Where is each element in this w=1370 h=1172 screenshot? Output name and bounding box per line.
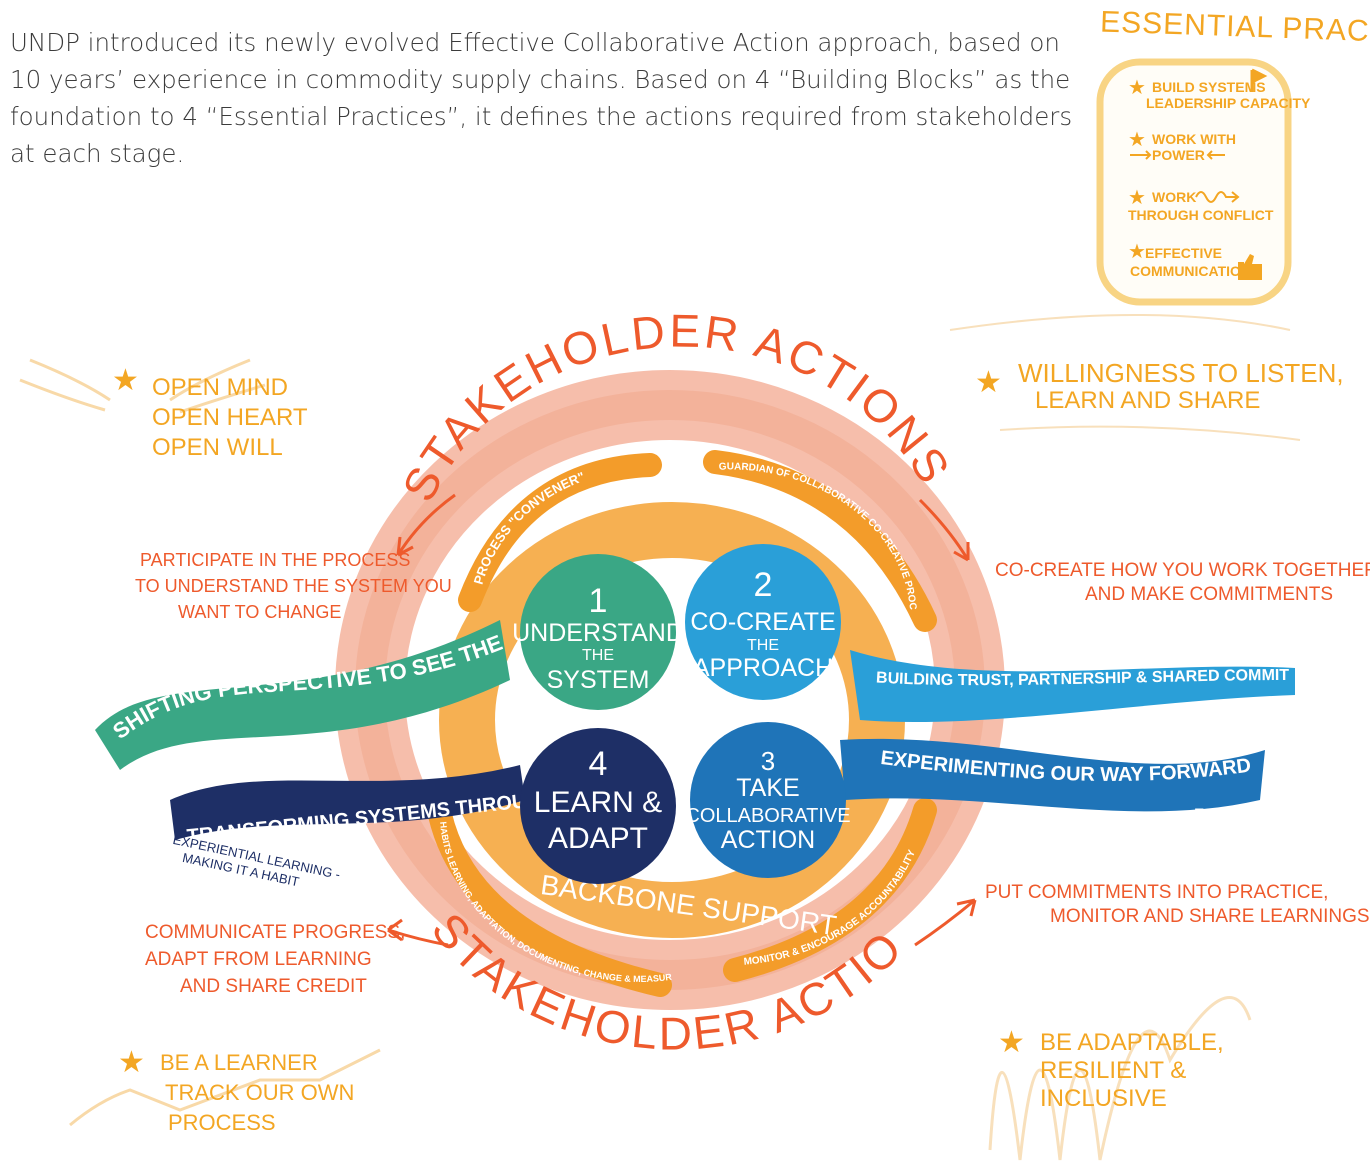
mindset-line: OPEN HEART bbox=[152, 404, 308, 431]
practice-effective-communication: ★ EFFECTIVE COMMUNICATION bbox=[1128, 241, 1262, 280]
action-line: PUT COMMITMENTS INTO PRACTICE, bbox=[985, 882, 1328, 903]
essential-practices-title: ESSENTIAL PRACTICES bbox=[1100, 5, 1370, 51]
ribbon-sub: TOGETHER bbox=[1195, 805, 1273, 821]
star-icon: ★ bbox=[1128, 187, 1146, 209]
action-line: TO UNDERSTAND THE SYSTEM YOU bbox=[135, 576, 452, 596]
action-line: AND SHARE CREDIT bbox=[180, 976, 367, 997]
block-number: 4 bbox=[589, 745, 608, 783]
star-icon: ★ bbox=[1128, 241, 1146, 263]
action-bottom-left: COMMUNICATE PROGRESS, ADAPT FROM LEARNIN… bbox=[145, 922, 405, 997]
wings-icon bbox=[19, 358, 266, 414]
action-line: CO-CREATE HOW YOU WORK TOGETHER bbox=[995, 560, 1370, 581]
mindset-line: INCLUSIVE bbox=[1040, 1085, 1167, 1112]
block-line1: LEARN & bbox=[534, 786, 662, 819]
ribbon-label: SHIFTING PERSPECTIVE TO SEE THE WHOLE bbox=[0, 0, 506, 744]
flow-lines-icon bbox=[949, 314, 1301, 441]
flag-icon bbox=[1250, 68, 1268, 92]
practice-line1: BUILD SYSTEMS bbox=[1152, 79, 1266, 95]
star-icon: ★ bbox=[112, 364, 139, 397]
practice-line2: COMMUNICATION bbox=[1130, 263, 1251, 279]
block-line2: ADAPT bbox=[548, 822, 648, 855]
action-top-right: CO-CREATE HOW YOU WORK TOGETHER AND MAKE… bbox=[995, 560, 1370, 605]
practice-build-systems: ★ BUILD SYSTEMS LEADERSHIP CAPACITY bbox=[1128, 68, 1311, 111]
block-4-learn-and-adapt: 4 LEARN & ADAPT bbox=[520, 728, 676, 884]
practice-work-through-conflict: ★ WORK THROUGH CONFLICT bbox=[1128, 187, 1274, 223]
action-line: WANT TO CHANGE bbox=[178, 602, 341, 622]
block-line3: SYSTEM bbox=[547, 666, 650, 694]
block-2-co-create-the-approach: 2 CO-CREATE THE APPROACH bbox=[685, 544, 841, 700]
practice-line1: EFFECTIVE bbox=[1145, 245, 1222, 261]
mindset-line: TRACK OUR OWN bbox=[165, 1080, 354, 1105]
action-top-left: PARTICIPATE IN THE PROCESS TO UNDERSTAND… bbox=[135, 550, 452, 622]
mindset-line: PROCESS bbox=[168, 1110, 276, 1135]
block-line1: TAKE bbox=[736, 774, 799, 802]
progress-line-icon bbox=[69, 1048, 381, 1127]
mindset-line: OPEN WILL bbox=[152, 434, 283, 461]
star-icon: ★ bbox=[975, 366, 1002, 399]
arrow-icon bbox=[387, 918, 449, 947]
block-line3: ACTION bbox=[721, 826, 815, 854]
essential-practices-box: ESSENTIAL PRACTICES ★ BUILD SYSTEMS LEAD… bbox=[1096, 5, 1370, 306]
mindset-willingness: ★ WILLINGNESS TO LISTEN, LEARN AND SHARE bbox=[949, 314, 1344, 441]
block-3-take-collaborative-action: 3 TAKE COLLABORATIVE ACTION bbox=[685, 722, 851, 878]
action-bottom-right: PUT COMMITMENTS INTO PRACTICE, MONITOR A… bbox=[985, 882, 1370, 927]
mindset-line: RESILIENT & bbox=[1040, 1057, 1186, 1084]
intro-paragraph: UNDP introduced its newly evolved Effect… bbox=[10, 28, 1073, 168]
practice-line2: POWER bbox=[1152, 147, 1205, 163]
star-icon: ★ bbox=[998, 1026, 1025, 1059]
action-line: AND MAKE COMMITMENTS bbox=[1085, 584, 1333, 605]
arrow-icon bbox=[918, 498, 970, 562]
mindset-be-adaptable: ★ BE ADAPTABLE, RESILIENT & INCLUSIVE bbox=[988, 996, 1252, 1161]
action-line: PARTICIPATE IN THE PROCESS bbox=[140, 550, 410, 570]
block-line2: COLLABORATIVE bbox=[685, 805, 850, 827]
block-number: 2 bbox=[754, 566, 773, 604]
practice-work-with-power: ★ WORK WITH POWER bbox=[1128, 129, 1236, 163]
block-number: 1 bbox=[589, 582, 608, 620]
mindset-line: WILLINGNESS TO LISTEN, bbox=[1018, 358, 1344, 388]
mindset-line: OPEN MIND bbox=[152, 374, 288, 401]
block-1-understand-the-system: 1 UNDERSTAND THE SYSTEM bbox=[512, 554, 684, 710]
action-line: MONITOR AND SHARE LEARNINGS bbox=[1050, 906, 1370, 927]
loops-icon bbox=[988, 996, 1252, 1161]
mindset-line: BE A LEARNER bbox=[160, 1050, 318, 1075]
arrow-icon bbox=[914, 898, 977, 947]
block-line3: APPROACH bbox=[693, 654, 833, 682]
action-line: COMMUNICATE PROGRESS, bbox=[145, 922, 405, 943]
practice-line2: LEADERSHIP CAPACITY bbox=[1146, 95, 1311, 111]
block-line1: UNDERSTAND bbox=[512, 619, 684, 647]
practice-line1: WORK WITH bbox=[1152, 131, 1236, 147]
mindset-be-a-learner: ★ BE A LEARNER TRACK OUR OWN PROCESS bbox=[69, 1046, 381, 1135]
arrow-icon bbox=[396, 493, 456, 557]
block-line1: CO-CREATE bbox=[690, 608, 835, 636]
block-line2: THE bbox=[747, 637, 779, 654]
action-line: ADAPT FROM LEARNING bbox=[145, 949, 372, 970]
block-line2: THE bbox=[582, 647, 614, 664]
practice-line1: WORK bbox=[1152, 189, 1196, 205]
thumbs-up-icon bbox=[1238, 254, 1262, 280]
mindset-open-mind: ★ OPEN MIND OPEN HEART OPEN WILL bbox=[19, 358, 308, 461]
arrows-icon bbox=[1130, 150, 1225, 160]
block-number: 3 bbox=[761, 746, 775, 776]
mindset-line: LEARN AND SHARE bbox=[1035, 387, 1260, 414]
tangle-arrow-icon bbox=[1195, 191, 1240, 203]
star-icon: ★ bbox=[1128, 129, 1146, 151]
mindset-line: BE ADAPTABLE, bbox=[1040, 1029, 1224, 1056]
star-icon: ★ bbox=[118, 1046, 145, 1079]
practice-line2: THROUGH CONFLICT bbox=[1128, 207, 1274, 223]
star-icon: ★ bbox=[1128, 77, 1146, 99]
ring-arrows bbox=[387, 493, 977, 947]
